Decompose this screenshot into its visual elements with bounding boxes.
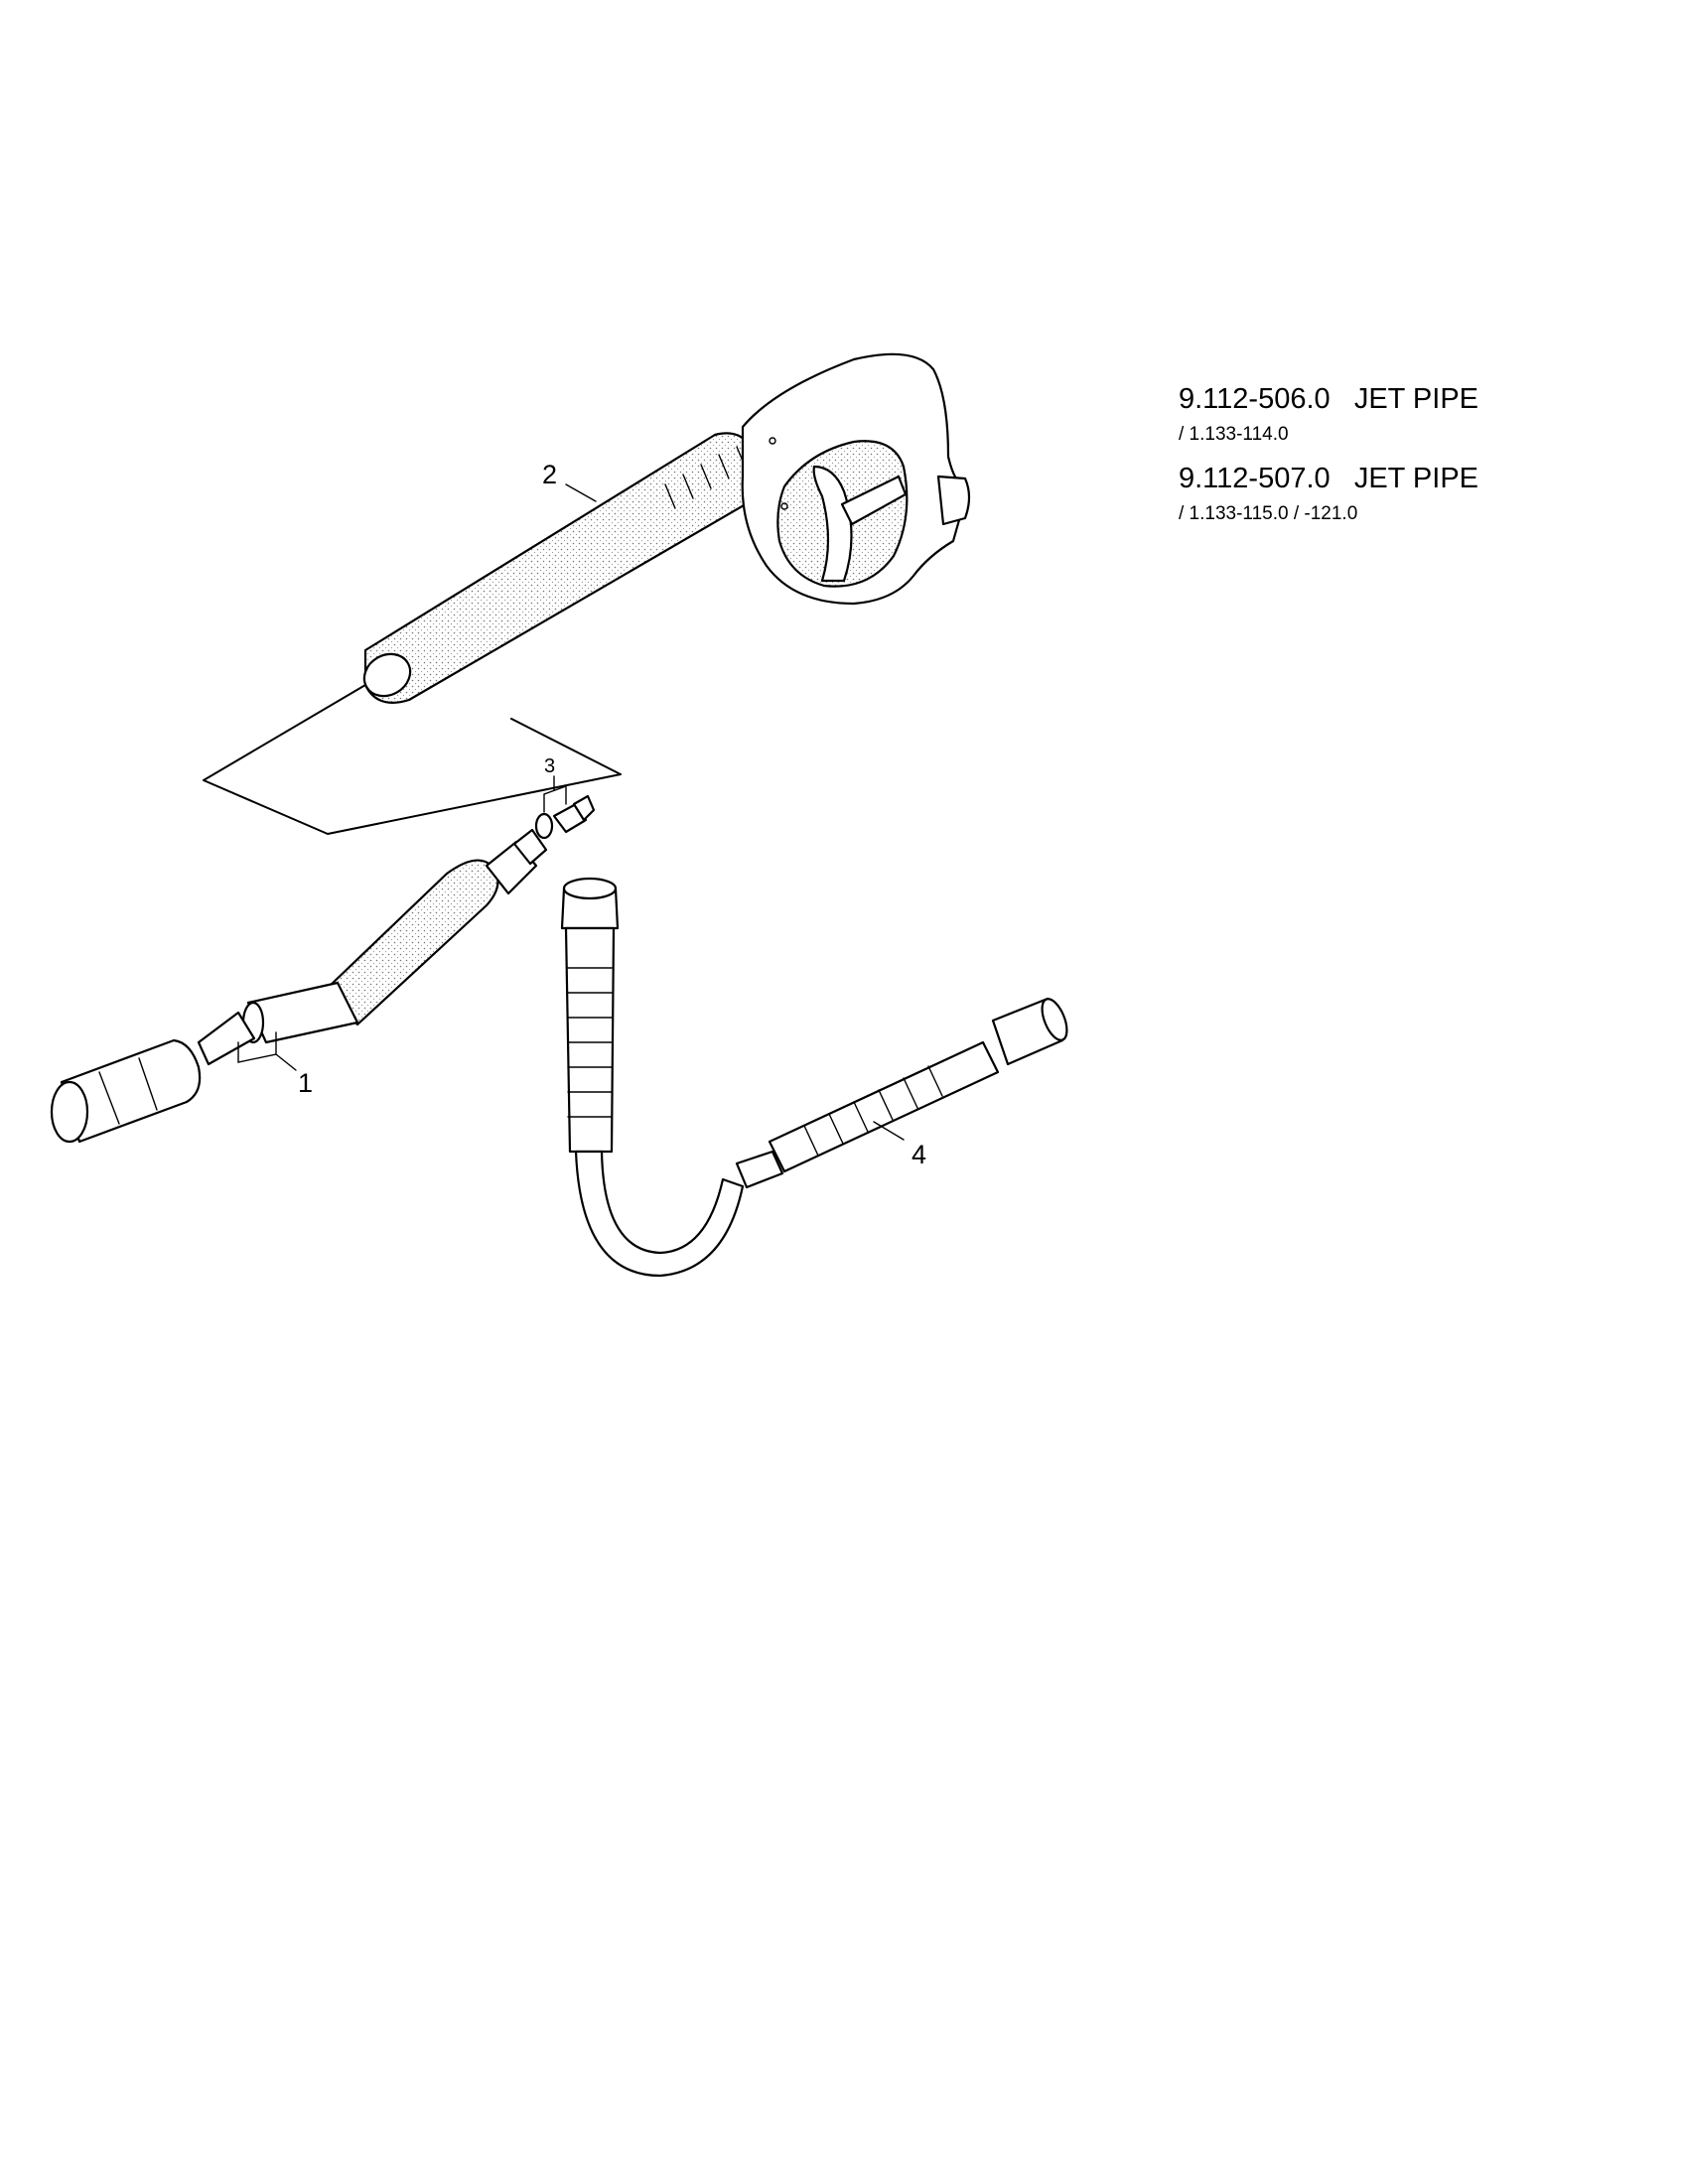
part-name: JET PIPE <box>1353 463 1479 494</box>
nozzle-insert <box>534 775 596 840</box>
callout-1: 1 <box>298 1068 313 1098</box>
barrel-opening <box>362 652 412 698</box>
part-number: 9.112-506.0 <box>1179 383 1331 415</box>
hose-bend <box>574 1150 745 1278</box>
hose-nut-top-face <box>562 877 618 900</box>
lance-rear-tube <box>197 1011 256 1066</box>
trigger <box>812 465 853 583</box>
lance-tube <box>246 981 359 1044</box>
hose-ribs-vertical <box>567 967 613 1118</box>
gun-rear-fitting <box>936 475 971 526</box>
handle-screw <box>780 502 788 510</box>
callout-2: 2 <box>542 460 557 489</box>
handle-screw <box>769 437 776 445</box>
part-name: JET PIPE <box>1353 383 1479 415</box>
callout-4: 4 <box>912 1140 926 1169</box>
hose-end-tube <box>735 1150 784 1189</box>
spray-lance <box>50 828 548 1144</box>
gun-barrel <box>363 432 765 704</box>
lance-nipple <box>512 828 548 866</box>
assembly-outline <box>203 684 622 835</box>
hose-nut-diagonal-face <box>1041 998 1068 1041</box>
lance-rear-opening <box>50 1080 89 1144</box>
nozzle-insert-tip <box>572 794 596 822</box>
callout-3: 3 <box>544 755 555 777</box>
hose-ribs-diagonal <box>803 1065 943 1157</box>
hose-connector <box>560 877 1068 1278</box>
hose-sleeve-vertical <box>564 926 616 1154</box>
parts-list-line: 9.112-507.0 JET PIPE <box>1179 461 1655 496</box>
parts-list-entry: 9.112-506.0 JET PIPE / 1.133-114.0 <box>1179 381 1655 447</box>
hose-sleeve-diagonal <box>768 1040 1000 1173</box>
part-number: 9.112-507.0 <box>1179 463 1331 494</box>
o-ring <box>534 812 554 840</box>
parts-list-line: 9.112-506.0 JET PIPE <box>1179 381 1655 417</box>
trigger-lever <box>840 475 908 526</box>
part-applies-to: / 1.133-115.0 / -121.0 <box>1179 503 1358 524</box>
parts-list-entry: 9.112-507.0 JET PIPE / 1.133-115.0 / -12… <box>1179 461 1655 526</box>
lance-cone <box>326 859 499 1026</box>
lance-rear-handle <box>60 1038 202 1144</box>
trigger-gun <box>362 352 971 704</box>
parts-list: 9.112-506.0 JET PIPE / 1.133-114.0 9.112… <box>1179 381 1655 540</box>
part-applies-to: / 1.133-114.0 <box>1179 424 1289 445</box>
